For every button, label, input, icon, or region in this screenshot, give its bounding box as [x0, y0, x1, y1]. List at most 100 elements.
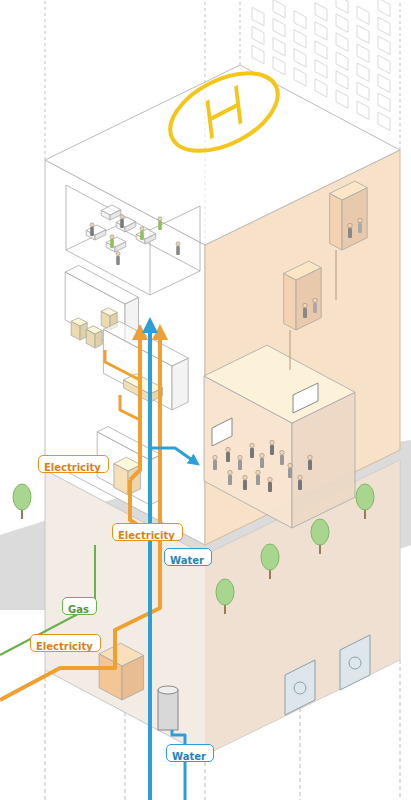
person: [243, 475, 247, 490]
utility-label: Water: [164, 548, 212, 566]
window: [273, 0, 285, 18]
person: [303, 303, 307, 318]
person: [250, 443, 254, 458]
utility-name: Gas: [68, 603, 89, 616]
window: [315, 41, 327, 59]
utility-line: [158, 332, 162, 540]
window: [357, 6, 369, 24]
office-wall: [150, 206, 200, 271]
water-tank: [158, 690, 178, 730]
window: [252, 7, 264, 25]
person: [226, 447, 230, 462]
window: [273, 18, 285, 36]
desk: [101, 205, 121, 220]
window: [273, 37, 285, 55]
tree: [356, 484, 374, 519]
tree: [311, 519, 329, 554]
person: [238, 455, 242, 470]
window: [252, 26, 264, 44]
utility-line: [120, 395, 140, 420]
window: [378, 55, 390, 73]
person: [288, 463, 292, 478]
shelf: [86, 326, 102, 348]
window: [336, 14, 348, 32]
water-tank: [158, 686, 178, 694]
tree: [261, 544, 279, 579]
window: [357, 101, 369, 119]
utility-label: Electricity: [112, 523, 183, 541]
person: [140, 227, 144, 240]
person: [270, 440, 274, 455]
window: [378, 74, 390, 92]
people: [90, 215, 362, 492]
vault-door: [340, 635, 370, 690]
desk: [86, 225, 106, 240]
window: [315, 3, 327, 21]
window: [252, 45, 264, 63]
elevator: [284, 261, 322, 330]
window: [378, 112, 390, 130]
window: [336, 0, 348, 13]
window: [273, 56, 285, 74]
person: [110, 235, 114, 248]
person: [260, 453, 264, 468]
room: [103, 321, 188, 410]
desk: [136, 229, 156, 244]
utility-line: [172, 730, 185, 800]
utility-line: [130, 332, 140, 480]
person: [313, 298, 317, 313]
window: [357, 63, 369, 81]
shelf: [71, 318, 87, 340]
window: [315, 22, 327, 40]
utility-label: Electricity: [30, 634, 101, 652]
window: [336, 52, 348, 70]
utility-name: Electricity: [44, 461, 101, 474]
person: [228, 470, 232, 485]
window: [357, 25, 369, 43]
utility-line: [150, 448, 195, 462]
utility-name: Electricity: [36, 640, 93, 653]
window: [378, 17, 390, 35]
person: [213, 455, 217, 470]
person: [256, 470, 260, 485]
window: [357, 82, 369, 100]
utility-line: [105, 350, 140, 380]
person: [280, 450, 284, 465]
tree: [13, 484, 31, 519]
person: [158, 217, 162, 230]
person: [120, 215, 124, 228]
utility-label: Gas: [62, 597, 97, 615]
window: [357, 44, 369, 62]
window: [378, 0, 390, 17]
screen: [212, 418, 232, 446]
utility-line: [0, 540, 160, 700]
elevator-cable: [336, 250, 337, 300]
person: [90, 223, 94, 236]
window: [336, 33, 348, 51]
desk: [116, 217, 136, 232]
window: [378, 36, 390, 54]
utility-line: [148, 325, 152, 800]
person: [116, 252, 120, 265]
window: [294, 11, 306, 29]
utility-label: Water: [166, 744, 214, 762]
desk: [106, 237, 126, 252]
elevator: [330, 181, 368, 250]
person: [308, 455, 312, 470]
window: [294, 68, 306, 86]
window: [294, 49, 306, 67]
person: [176, 242, 180, 255]
vault-door: [285, 660, 315, 715]
window: [315, 79, 327, 97]
rooms: [65, 181, 370, 730]
person: [358, 218, 362, 233]
utility-name: Electricity: [118, 529, 175, 542]
trees: [13, 484, 374, 614]
person: [268, 477, 272, 492]
meeting-room: [204, 345, 355, 528]
table: [124, 374, 163, 402]
window: [378, 93, 390, 111]
